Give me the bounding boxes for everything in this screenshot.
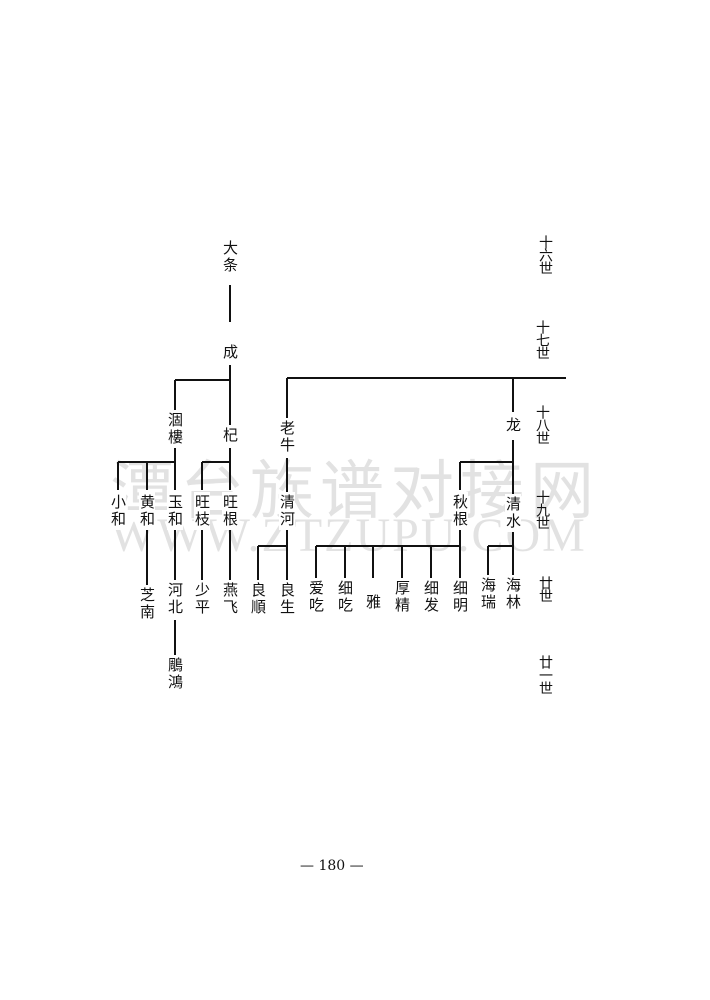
person-zhinan: 芝南 [138,585,156,623]
person-xiaohe: 小和 [109,492,127,530]
generation-label: 廿世 [537,576,553,602]
person-yanfei: 燕飞 [221,580,239,618]
person-laoniu: 老牛 [278,418,296,456]
generation-label: 十六世 [537,235,553,274]
person-qi: 杞 [221,425,239,446]
person-hebei: 河北 [166,580,184,618]
person-qingshui: 清水 [504,494,522,532]
person-ya: 雅 [364,592,382,613]
person-long: 龙 [504,415,522,436]
person-shaoping: 少平 [193,580,211,618]
person-xichi: 细吃 [336,578,354,616]
generation-label: 廿一世 [537,655,553,694]
person-dajiao: 大条 [221,238,239,276]
page-number: — 180 — [300,858,364,874]
person-liangsheng: 良生 [278,580,296,618]
generation-label: 十七世 [534,320,550,359]
person-hailin: 海林 [504,575,522,613]
person-qinghe: 清河 [278,492,296,530]
person-hairui: 海瑞 [479,575,497,613]
person-wanggen: 旺根 [221,492,239,530]
person-liangshun: 良順 [249,580,267,618]
person-houjing: 厚精 [393,578,411,616]
person-yuhe: 玉和 [166,492,184,530]
person-ximing: 细明 [451,578,469,616]
person-diaohong: 鵰鴻 [166,655,184,693]
person-aichi: 爱吃 [307,578,325,616]
person-cheng: 成 [221,342,239,363]
generation-label: 十九世 [534,490,550,529]
person-xifa: 细发 [422,578,440,616]
person-huanghe: 黄和 [138,492,156,530]
person-qiugen: 秋根 [451,492,469,530]
person-wangzhi: 旺枝 [193,492,211,530]
person-hanlou: 涸樓 [166,410,184,448]
generation-label: 十八世 [534,405,550,444]
